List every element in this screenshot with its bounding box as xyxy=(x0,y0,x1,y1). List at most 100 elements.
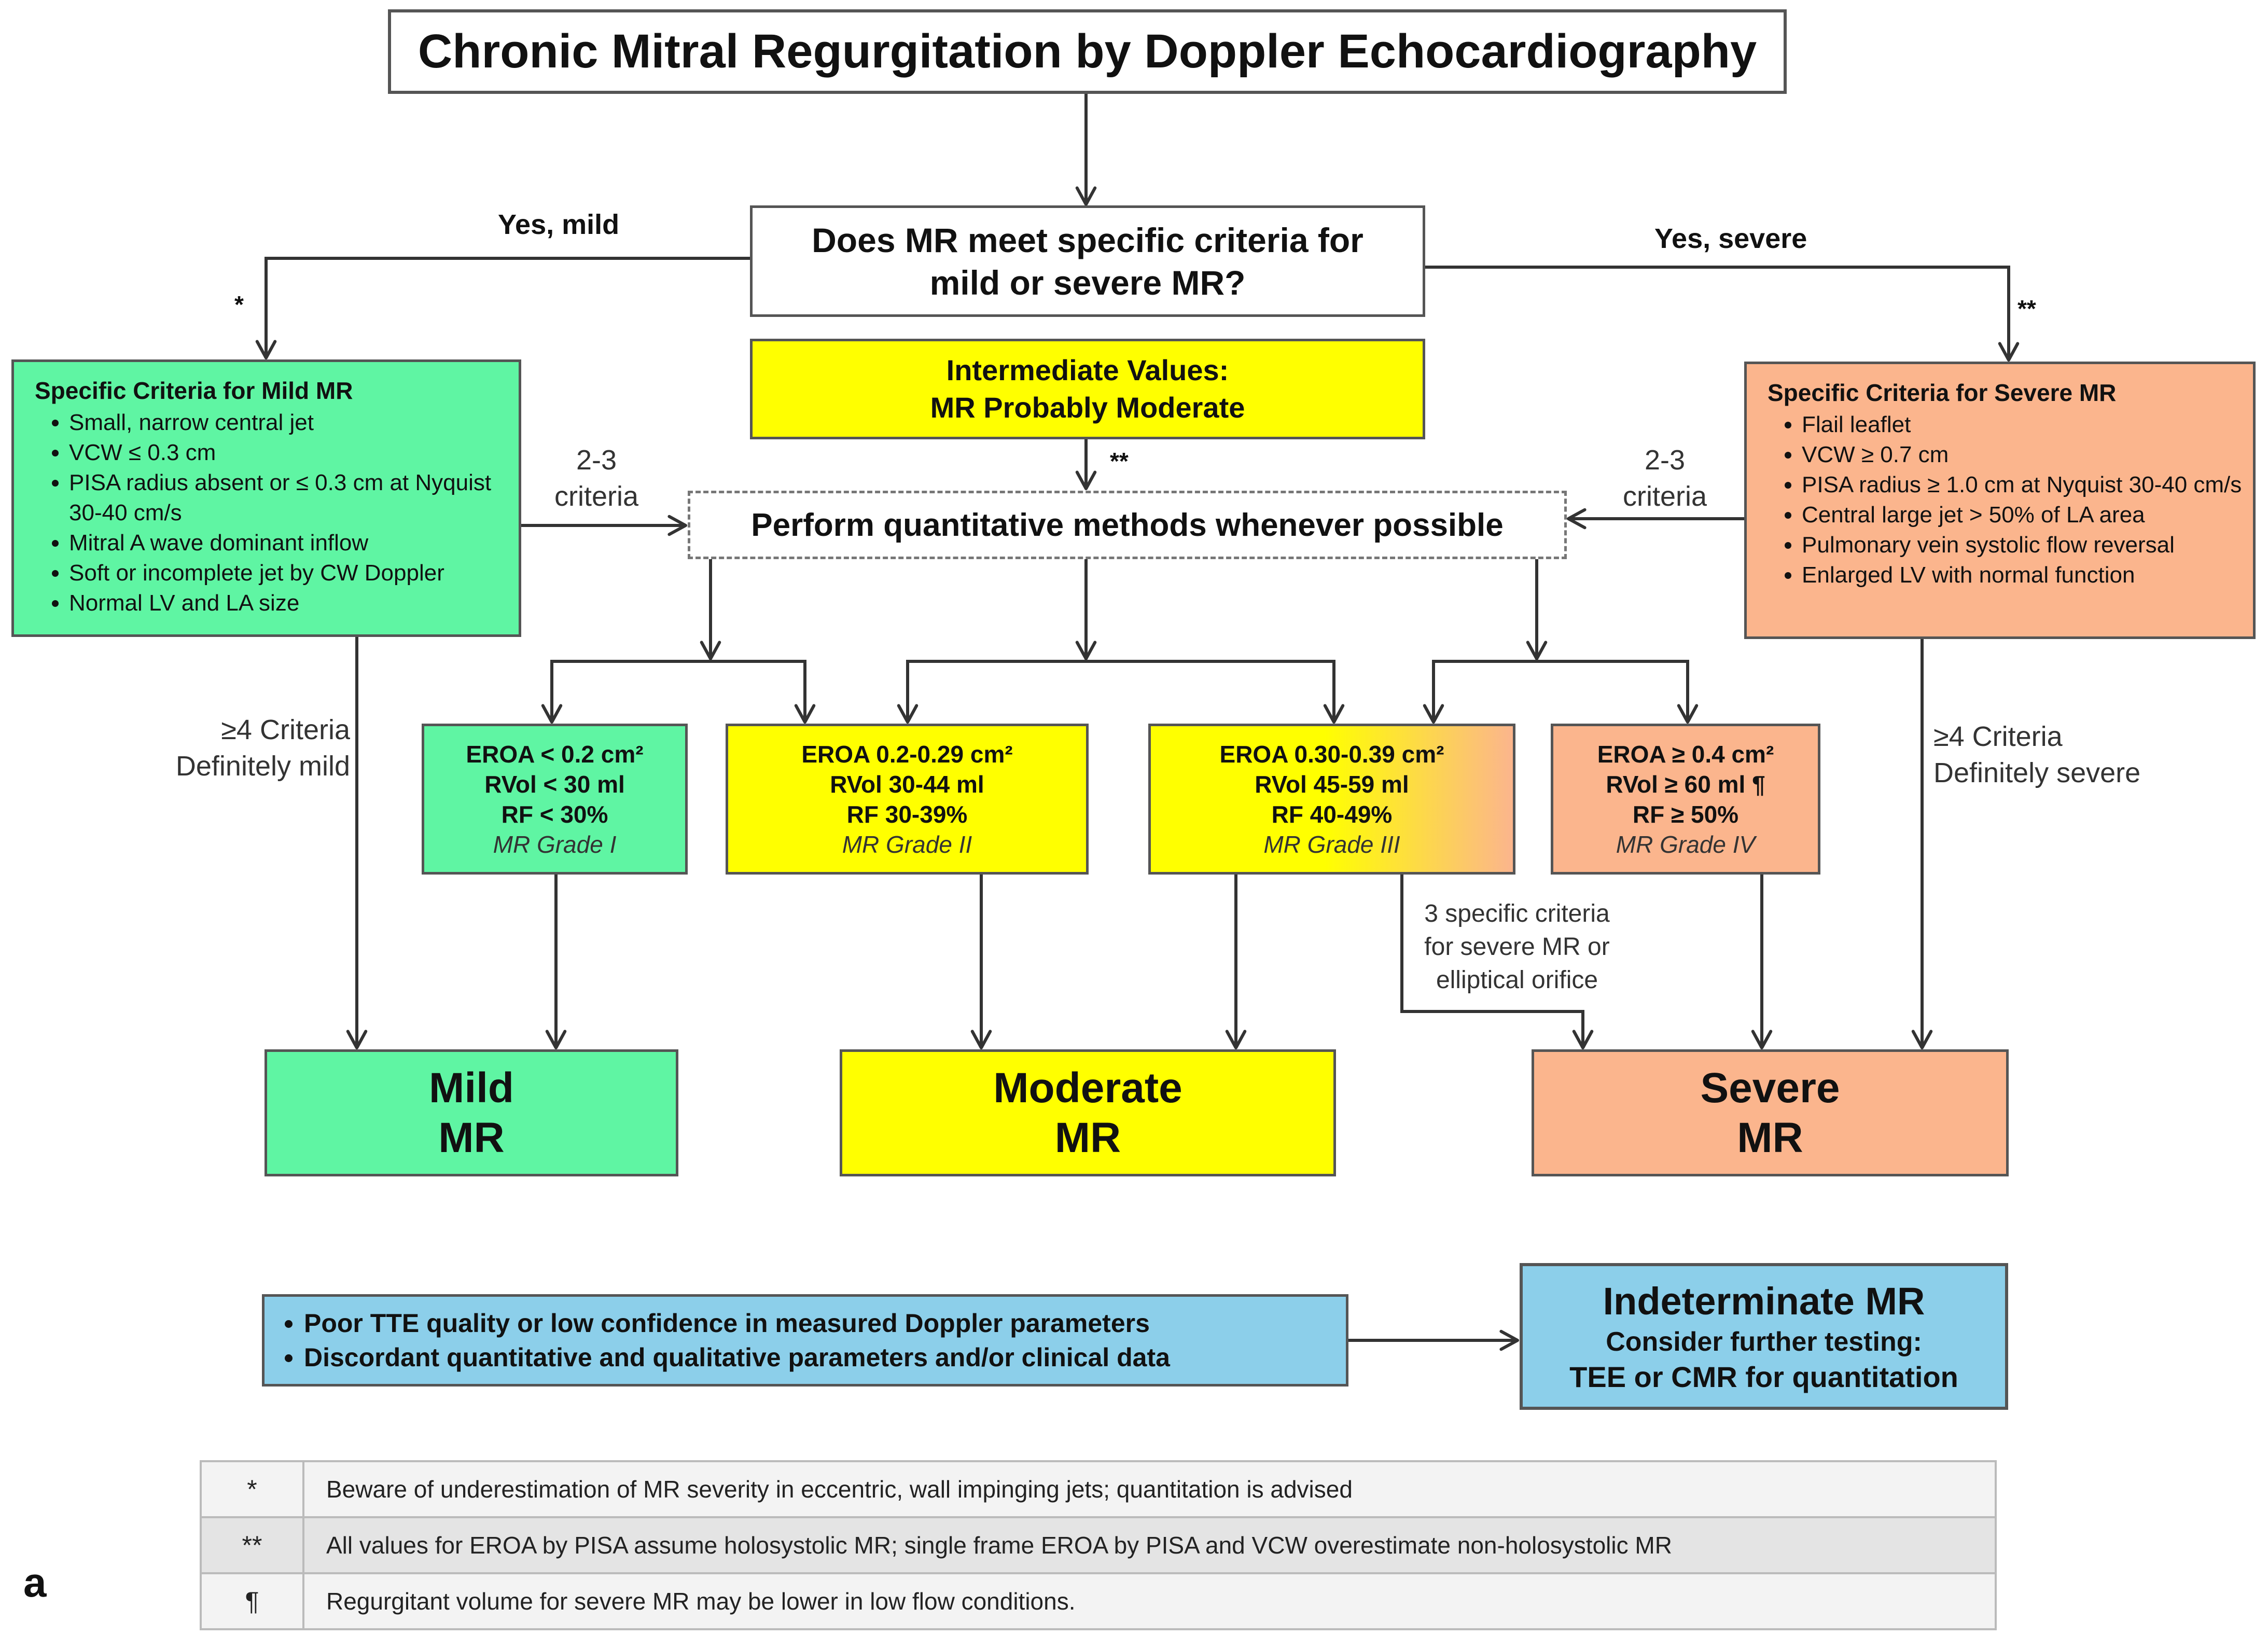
indeterminate-line-1: Consider further testing: xyxy=(1606,1326,1922,1357)
intermediate-box: Intermediate Values: MR Probably Moderat… xyxy=(750,339,1425,439)
connector-branch-grade-1-2 xyxy=(550,660,806,722)
grade-2-eroa: EROA 0.2-0.29 cm² xyxy=(801,740,1013,768)
connector-quant-right-down-arrowhead xyxy=(1526,641,1548,660)
connector-to-grade-3-arrowhead xyxy=(1323,704,1345,724)
connector-to-grade-3-right-arrowhead xyxy=(1423,704,1444,724)
mild-criteria-item: Mitral A wave dominant inflow xyxy=(69,528,508,558)
connector-question-to-severe-criteria-arrowhead xyxy=(1998,342,2020,362)
mild-criteria-heading: Specific Criteria for Mild MR xyxy=(35,377,353,404)
connector-question-to-mild-criteria-arrowhead xyxy=(255,340,277,359)
intermediate-line-2: MR Probably Moderate xyxy=(930,391,1245,424)
footnotes-table: * Beware of underestimation of MR severi… xyxy=(200,1460,1997,1630)
grade-2-label: MR Grade II xyxy=(842,830,972,858)
grade-4-rf: RF ≥ 50% xyxy=(1632,800,1739,828)
connector-quant-center-down-arrowhead xyxy=(1075,641,1097,660)
poor-quality-item: Discordant quantitative and qualitative … xyxy=(304,1340,1170,1375)
severe-criteria-list: Flail leaflet VCW ≥ 0.7 cm PISA radius ≥… xyxy=(1768,410,2243,590)
mild-mr-line-2: MR xyxy=(438,1114,505,1161)
connector-to-grade-1-arrowhead xyxy=(541,704,563,724)
criteria-left-line-1: 2-3 xyxy=(576,445,617,476)
grade-1-box: EROA < 0.2 cm² RVol < 30 ml RF < 30% MR … xyxy=(422,724,688,875)
severe-criteria-heading: Specific Criteria for Severe MR xyxy=(1768,379,2117,406)
connector-grade-1-to-mild-mr-arrowhead xyxy=(545,1030,567,1049)
footnote-row: ¶ Regurgitant volume for severe MR may b… xyxy=(200,1572,1997,1630)
definitely-severe-line-2: Definitely severe xyxy=(1933,757,2141,788)
severe-criteria-box: Specific Criteria for Severe MR Flail le… xyxy=(1744,362,2256,639)
definitely-mild-line-2: Definitely mild xyxy=(175,751,350,782)
grade-3-box: EROA 0.30-0.39 cm² RVol 45-59 ml RF 40-4… xyxy=(1148,724,1515,875)
two-three-criteria-left-label: 2-3 criteria xyxy=(534,442,659,515)
connector-branch-grade-3-4 xyxy=(1432,660,1689,722)
mild-criteria-item: VCW ≤ 0.3 cm xyxy=(69,438,508,468)
criteria-left-line-2: criteria xyxy=(554,481,639,512)
severe-mr-box: Severe MR xyxy=(1532,1049,2009,1176)
definitely-mild-label: ≥4 Criteria Definitely mild xyxy=(132,712,350,784)
connector-grade-3-to-severe-mr xyxy=(1400,875,1584,1048)
mild-criteria-item: Soft or incomplete jet by CW Doppler xyxy=(69,558,508,588)
severe-mr-line-2: MR xyxy=(1737,1114,1803,1161)
grade-1-label: MR Grade I xyxy=(493,830,617,858)
grade-3-rvol: RVol 45-59 ml xyxy=(1255,770,1409,798)
grade-3-eroa: EROA 0.30-0.39 cm² xyxy=(1219,740,1444,768)
yes-severe-label: Yes, severe xyxy=(1654,223,1807,254)
question-line-2: mild or severe MR? xyxy=(929,263,1246,302)
diagram-title: Chronic Mitral Regurgitation by Doppler … xyxy=(418,25,1757,78)
connector-to-grade-2-center-arrowhead xyxy=(897,704,919,724)
mild-mr-line-1: Mild xyxy=(429,1064,514,1112)
three-specific-line-2: for severe MR or xyxy=(1424,933,1610,961)
definitely-severe-line-1: ≥4 Criteria xyxy=(1933,721,2063,752)
footnote-row: ** All values for EROA by PISA assume ho… xyxy=(200,1516,1997,1574)
footnote-text: All values for EROA by PISA assume holos… xyxy=(302,1516,1997,1574)
grade-1-eroa: EROA < 0.2 cm² xyxy=(466,740,644,768)
quantitative-methods-box: Perform quantitative methods whenever po… xyxy=(688,491,1567,559)
connector-to-grade-2-arrowhead xyxy=(794,704,816,724)
grade-4-box: EROA ≥ 0.4 cm² RVol ≥ 60 ml ¶ RF ≥ 50% M… xyxy=(1551,724,1820,875)
connector-branch-grade-2-3 xyxy=(906,660,1335,722)
severe-criteria-item: VCW ≥ 0.7 cm xyxy=(1802,440,2243,470)
grade-4-rvol: RVol ≥ 60 ml ¶ xyxy=(1606,770,1765,798)
severe-criteria-item: Pulmonary vein systolic flow reversal xyxy=(1802,530,2243,560)
grade-4-eroa: EROA ≥ 0.4 cm² xyxy=(1597,740,1774,768)
question-line-1: Does MR meet specific criteria for xyxy=(812,220,1363,259)
footnote-text: Beware of underestimation of MR severity… xyxy=(302,1460,1997,1518)
connector-title-to-question-arrowhead xyxy=(1075,186,1097,206)
moderate-mr-box: Moderate MR xyxy=(840,1049,1336,1176)
grade-1-rvol: RVol < 30 ml xyxy=(484,770,625,798)
quantitative-methods-text: Perform quantitative methods whenever po… xyxy=(751,507,1504,543)
connector-intermediate-to-quantitative-arrowhead xyxy=(1075,470,1097,490)
grade-3-rf: RF 40-49% xyxy=(1271,800,1393,828)
connector-grade-3-to-moderate-mr-arrowhead xyxy=(1225,1030,1247,1049)
mild-criteria-item: Normal LV and LA size xyxy=(69,588,508,618)
criteria-right-line-2: criteria xyxy=(1622,481,1707,512)
connector-mild-criteria-to-quantitative-arrowhead xyxy=(667,515,687,536)
indeterminate-line-2: TEE or CMR for quantitation xyxy=(1569,1360,1958,1393)
severe-criteria-item: PISA radius ≥ 1.0 cm at Nyquist 30-40 cm… xyxy=(1802,470,2243,500)
severe-mr-line-1: Severe xyxy=(1700,1064,1840,1112)
poor-quality-item: Poor TTE quality or low confidence in me… xyxy=(304,1306,1170,1340)
two-three-criteria-right-label: 2-3 criteria xyxy=(1603,442,1727,515)
grade-1-rf: RF < 30% xyxy=(501,800,608,828)
footnote-symbol: ** xyxy=(200,1516,304,1574)
question-box: Does MR meet specific criteria for mild … xyxy=(750,205,1425,317)
grade-4-label: MR Grade IV xyxy=(1616,830,1756,858)
severe-criteria-item: Flail leaflet xyxy=(1802,410,2243,440)
connector-question-to-mild-criteria xyxy=(265,257,750,358)
connector-poor-quality-to-indeterminate-arrowhead xyxy=(1499,1329,1519,1351)
poor-quality-box: Poor TTE quality or low confidence in me… xyxy=(262,1294,1348,1386)
footnote-symbol: ¶ xyxy=(200,1572,304,1630)
yes-mild-label: Yes, mild xyxy=(498,209,620,240)
connector-severe-criteria-to-severe-mr-arrowhead xyxy=(1911,1030,1933,1049)
panel-label: a xyxy=(23,1559,47,1605)
criteria-right-line-1: 2-3 xyxy=(1644,445,1686,476)
connector-question-to-severe-criteria xyxy=(1425,266,2010,360)
footnote-row: * Beware of underestimation of MR severi… xyxy=(200,1460,1997,1518)
mild-mr-box: Mild MR xyxy=(265,1049,678,1176)
single-asterisk-label: * xyxy=(234,291,244,318)
mild-criteria-item: PISA radius absent or ≤ 0.3 cm at Nyquis… xyxy=(69,468,508,528)
mild-criteria-item: Small, narrow central jet xyxy=(69,408,508,438)
moderate-mr-line-2: MR xyxy=(1054,1114,1121,1161)
grade-2-box: EROA 0.2-0.29 cm² RVol 30-44 ml RF 30-39… xyxy=(726,724,1089,875)
indeterminate-mr-box: Indeterminate MR Consider further testin… xyxy=(1520,1263,2008,1410)
